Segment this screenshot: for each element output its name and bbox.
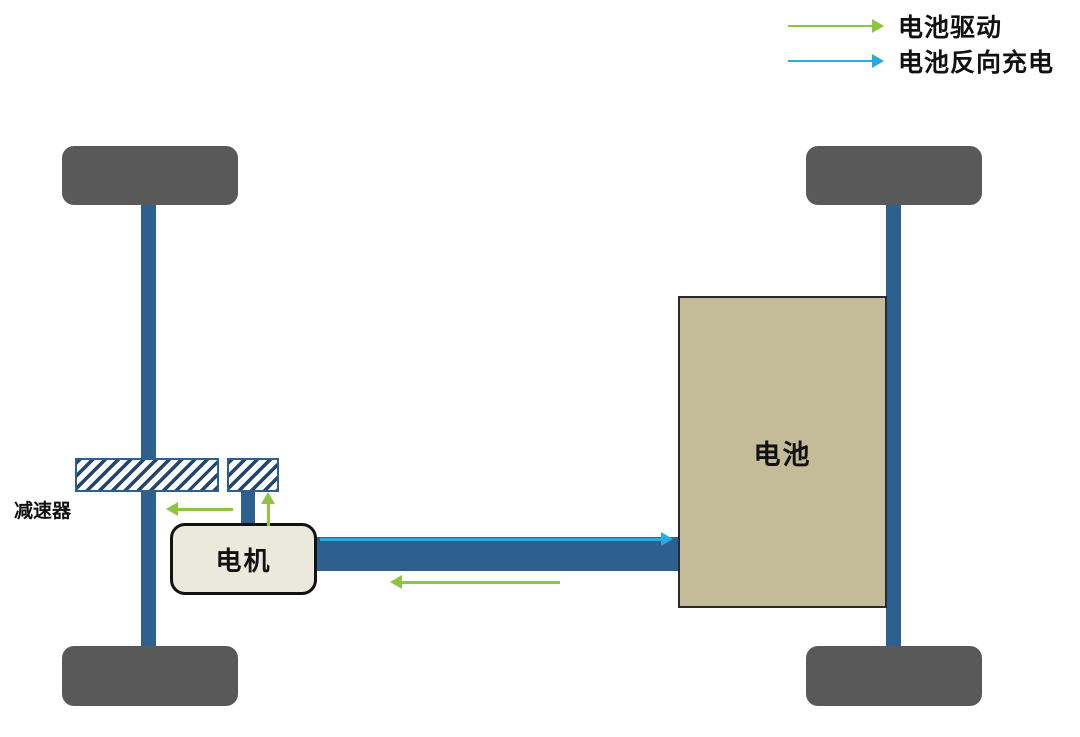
drive-arrow-to-reducer-icon xyxy=(166,502,234,516)
motor-battery-shaft xyxy=(310,537,680,571)
motor-label: 电机 xyxy=(215,545,272,576)
arrowhead-up-icon xyxy=(261,492,275,504)
legend-label-drive: 电池驱动 xyxy=(898,14,1003,42)
wheel-front-left xyxy=(62,146,238,205)
battery-label: 电池 xyxy=(753,439,812,470)
drive-arrow-to-motor-icon xyxy=(390,575,560,589)
arrowhead-right-icon xyxy=(661,532,673,546)
arrowhead-left-icon xyxy=(166,502,178,516)
green-right-arrow-icon xyxy=(788,19,884,33)
battery-box: 电池 xyxy=(678,296,887,608)
reducer-gear-pinion xyxy=(227,458,279,492)
rear-axle xyxy=(886,198,901,654)
arrowhead-left-icon xyxy=(390,575,402,589)
wheel-rear-right xyxy=(806,646,982,706)
reducer-label: 减速器 xyxy=(14,501,72,522)
legend-label-charge: 电池反向充电 xyxy=(898,49,1055,77)
drive-arrow-motor-up-icon xyxy=(261,492,275,526)
legend-item-charge: 电池反向充电 xyxy=(788,46,1055,77)
legend: 电池驱动 电池反向充电 xyxy=(788,11,1055,77)
motor-reducer-shaft xyxy=(241,490,255,530)
charge-arrow-to-battery-icon xyxy=(320,532,673,546)
reducer-gear-main xyxy=(75,458,219,492)
legend-item-drive: 电池驱动 xyxy=(788,11,1054,42)
blue-right-arrow-icon xyxy=(788,54,884,68)
front-axle xyxy=(141,198,156,654)
motor-box: 电机 xyxy=(170,523,317,595)
wheel-rear-left xyxy=(62,646,238,706)
wheel-front-right xyxy=(806,146,982,205)
